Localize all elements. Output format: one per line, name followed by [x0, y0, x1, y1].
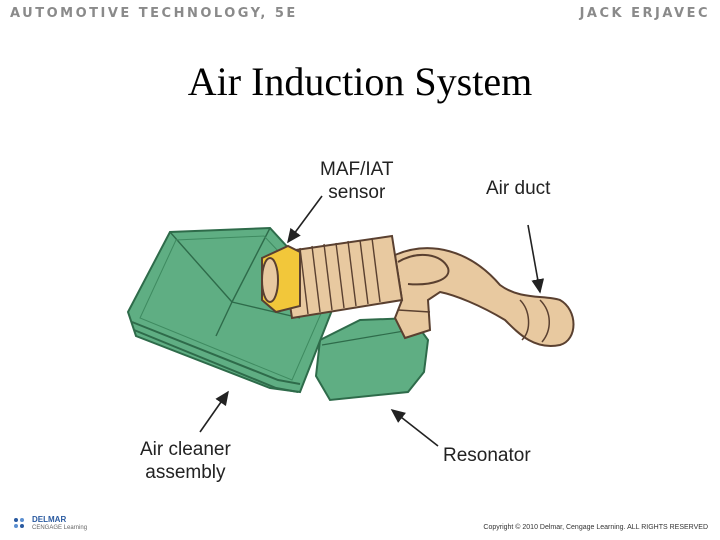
- cleaner-label-line2: assembly: [145, 462, 226, 483]
- logo-line2: CENGAGE Learning: [32, 525, 88, 531]
- maf-iat-sensor-label: MAF/IAT sensor: [320, 158, 394, 204]
- resonator-arrow: [390, 409, 439, 447]
- air-duct-label: Air duct: [486, 178, 551, 199]
- delmar-logo-icon: [14, 518, 24, 528]
- duct-bellows: [280, 234, 404, 320]
- cleaner-arrow: [199, 390, 229, 433]
- maf-iat-sensor: [261, 244, 301, 314]
- maf-arrow: [287, 195, 323, 244]
- cleaner-label-line1: Air cleaner: [140, 439, 231, 460]
- copyright-notice: Copyright © 2010 Delmar, Cengage Learnin…: [483, 524, 708, 531]
- resonator-label: Resonator: [443, 445, 531, 466]
- maf-label-line1: MAF/IAT: [320, 159, 394, 180]
- air-duct: [393, 247, 575, 347]
- air-duct-arrow: [527, 224, 545, 294]
- maf-label-line2: sensor: [328, 182, 386, 203]
- slide-title: Air Induction System: [187, 59, 533, 104]
- publisher-logo: DELMAR CENGAGE Learning: [12, 515, 87, 533]
- book-title: AUTOMOTIVE TECHNOLOGY, 5E: [10, 6, 298, 21]
- author-name: JACK ERJAVEC: [579, 6, 710, 21]
- air-cleaner-label: Air cleaner assembly: [140, 438, 231, 484]
- logo-line1: DELMAR: [32, 515, 67, 524]
- resonator: [314, 316, 430, 402]
